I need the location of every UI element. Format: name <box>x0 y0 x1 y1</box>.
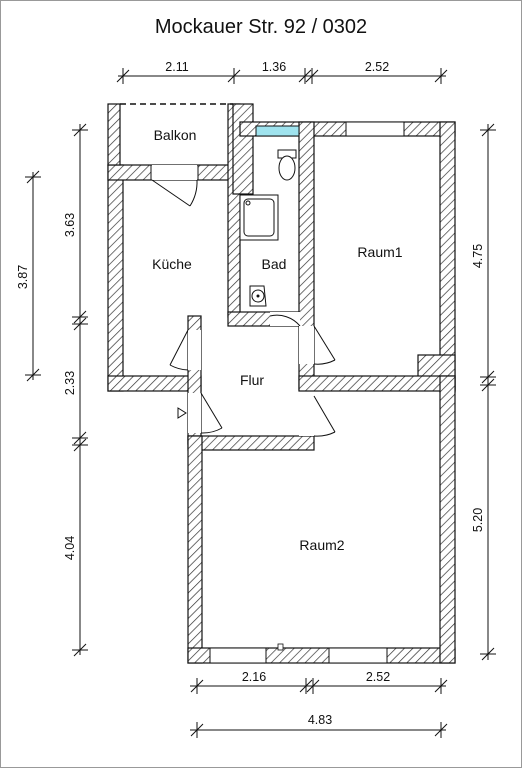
walls <box>107 103 456 664</box>
plan-title: Mockauer Str. 92 / 0302 <box>154 16 368 38</box>
window-raum2-left <box>209 647 267 664</box>
label-bad: Bad <box>262 256 287 272</box>
label-balkon: Balkon <box>154 127 197 143</box>
room-labels: Balkon Küche Bad Raum1 Flur Raum2 <box>152 127 403 553</box>
label-kueche: Küche <box>152 256 192 272</box>
dimension-labels: 2.11 1.36 2.52 2.16 2.52 4.83 3.87 3.63 … <box>16 60 485 727</box>
dim-right-1: 4.75 <box>471 244 485 268</box>
window-bad <box>255 125 300 137</box>
dim-bottom-2: 2.52 <box>366 670 390 684</box>
window-raum1 <box>345 121 405 137</box>
dim-bottom-1: 2.16 <box>242 670 266 684</box>
dim-left-3: 4.04 <box>63 536 77 560</box>
label-raum1: Raum1 <box>357 244 402 260</box>
dim-left-outer: 3.87 <box>16 265 30 289</box>
dim-total-width: 4.83 <box>308 713 332 727</box>
bath-fixtures <box>239 149 297 307</box>
dim-left-2: 2.33 <box>63 371 77 395</box>
window-raum2-right <box>328 647 388 664</box>
label-raum2: Raum2 <box>299 537 344 553</box>
doors <box>151 165 336 437</box>
dim-right-2: 5.20 <box>471 508 485 532</box>
dim-top-1: 2.11 <box>165 60 188 74</box>
dim-left-1: 3.63 <box>63 213 77 237</box>
dim-top-3: 2.52 <box>365 60 389 74</box>
dimension-lines <box>25 68 496 738</box>
label-flur: Flur <box>240 372 264 388</box>
dim-top-2: 1.36 <box>262 60 286 74</box>
toilet <box>278 155 296 181</box>
